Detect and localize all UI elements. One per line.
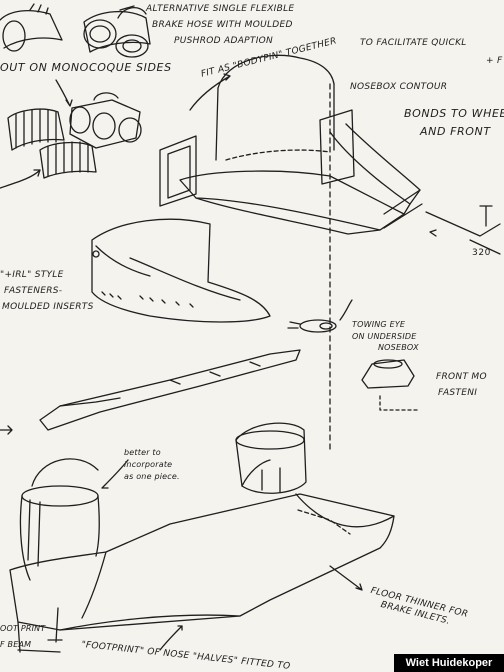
hose-t-junction (69, 92, 142, 149)
note-front-mount-line1: FRONT MO (436, 372, 487, 382)
left-brake-inlet-drawing (19, 458, 100, 581)
note-footprint-beam-line1: OOT PRINT (0, 624, 46, 633)
floor-rail-drawing (39, 349, 301, 431)
note-dzus-line2: FASTENERS- (4, 286, 63, 296)
note-alt-hose-line2: BRAKE HOSE WITH MOULDED (152, 20, 293, 30)
dimension-320: 320 (472, 248, 491, 258)
hose-fragment-top-left (0, 3, 63, 52)
note-plus-f: + F (486, 56, 503, 66)
note-nosebox-contour: NOSEBOX CONTOUR (350, 82, 448, 92)
note-towing-line2: ON UNDERSIDE (352, 332, 417, 341)
note-facilitate: TO FACILITATE QUICKL (360, 38, 467, 48)
corrugated-hoses (7, 108, 97, 179)
note-dzus-line3: MOULDED INSERTS (2, 302, 94, 312)
right-brake-inlet-drawing (235, 422, 307, 494)
dimension-lines (425, 205, 501, 255)
note-better-line1: better to (124, 448, 161, 457)
nose-shell-drawing (91, 218, 271, 323)
author-credit: Wiet Huidekoper (394, 654, 504, 672)
note-bonds-line2: AND FRONT (420, 125, 491, 138)
note-alt-hose-line1: ALTERNATIVE SINGLE FLEXIBLE (146, 4, 295, 14)
note-better-line3: as one piece. (124, 472, 180, 481)
note-towing-line1: TOWING EYE (352, 320, 406, 329)
towing-eye-drawing (287, 299, 353, 333)
nosebox-drawing (159, 54, 423, 235)
note-alt-hose-line3: PUSHROD ADAPTION (174, 36, 274, 46)
front-mount-fastener-drawing (361, 359, 421, 411)
note-front-mount-line2: FASTENI (438, 388, 478, 398)
note-monocoque-sides: OUT ON MONOCOQUE SIDES (0, 61, 172, 74)
note-bonds-line1: BONDS TO WHEE (404, 107, 504, 120)
floor-pan-drawing (9, 493, 395, 653)
note-better-line2: incorporate (124, 460, 173, 469)
note-towing-line3: NOSEBOX (378, 343, 419, 352)
alt-brake-hose-drawing (83, 5, 151, 58)
note-footprint-beam-line2: F BEAM (0, 640, 32, 649)
note-dzus-line1: "+IRL" STYLE (0, 270, 64, 280)
